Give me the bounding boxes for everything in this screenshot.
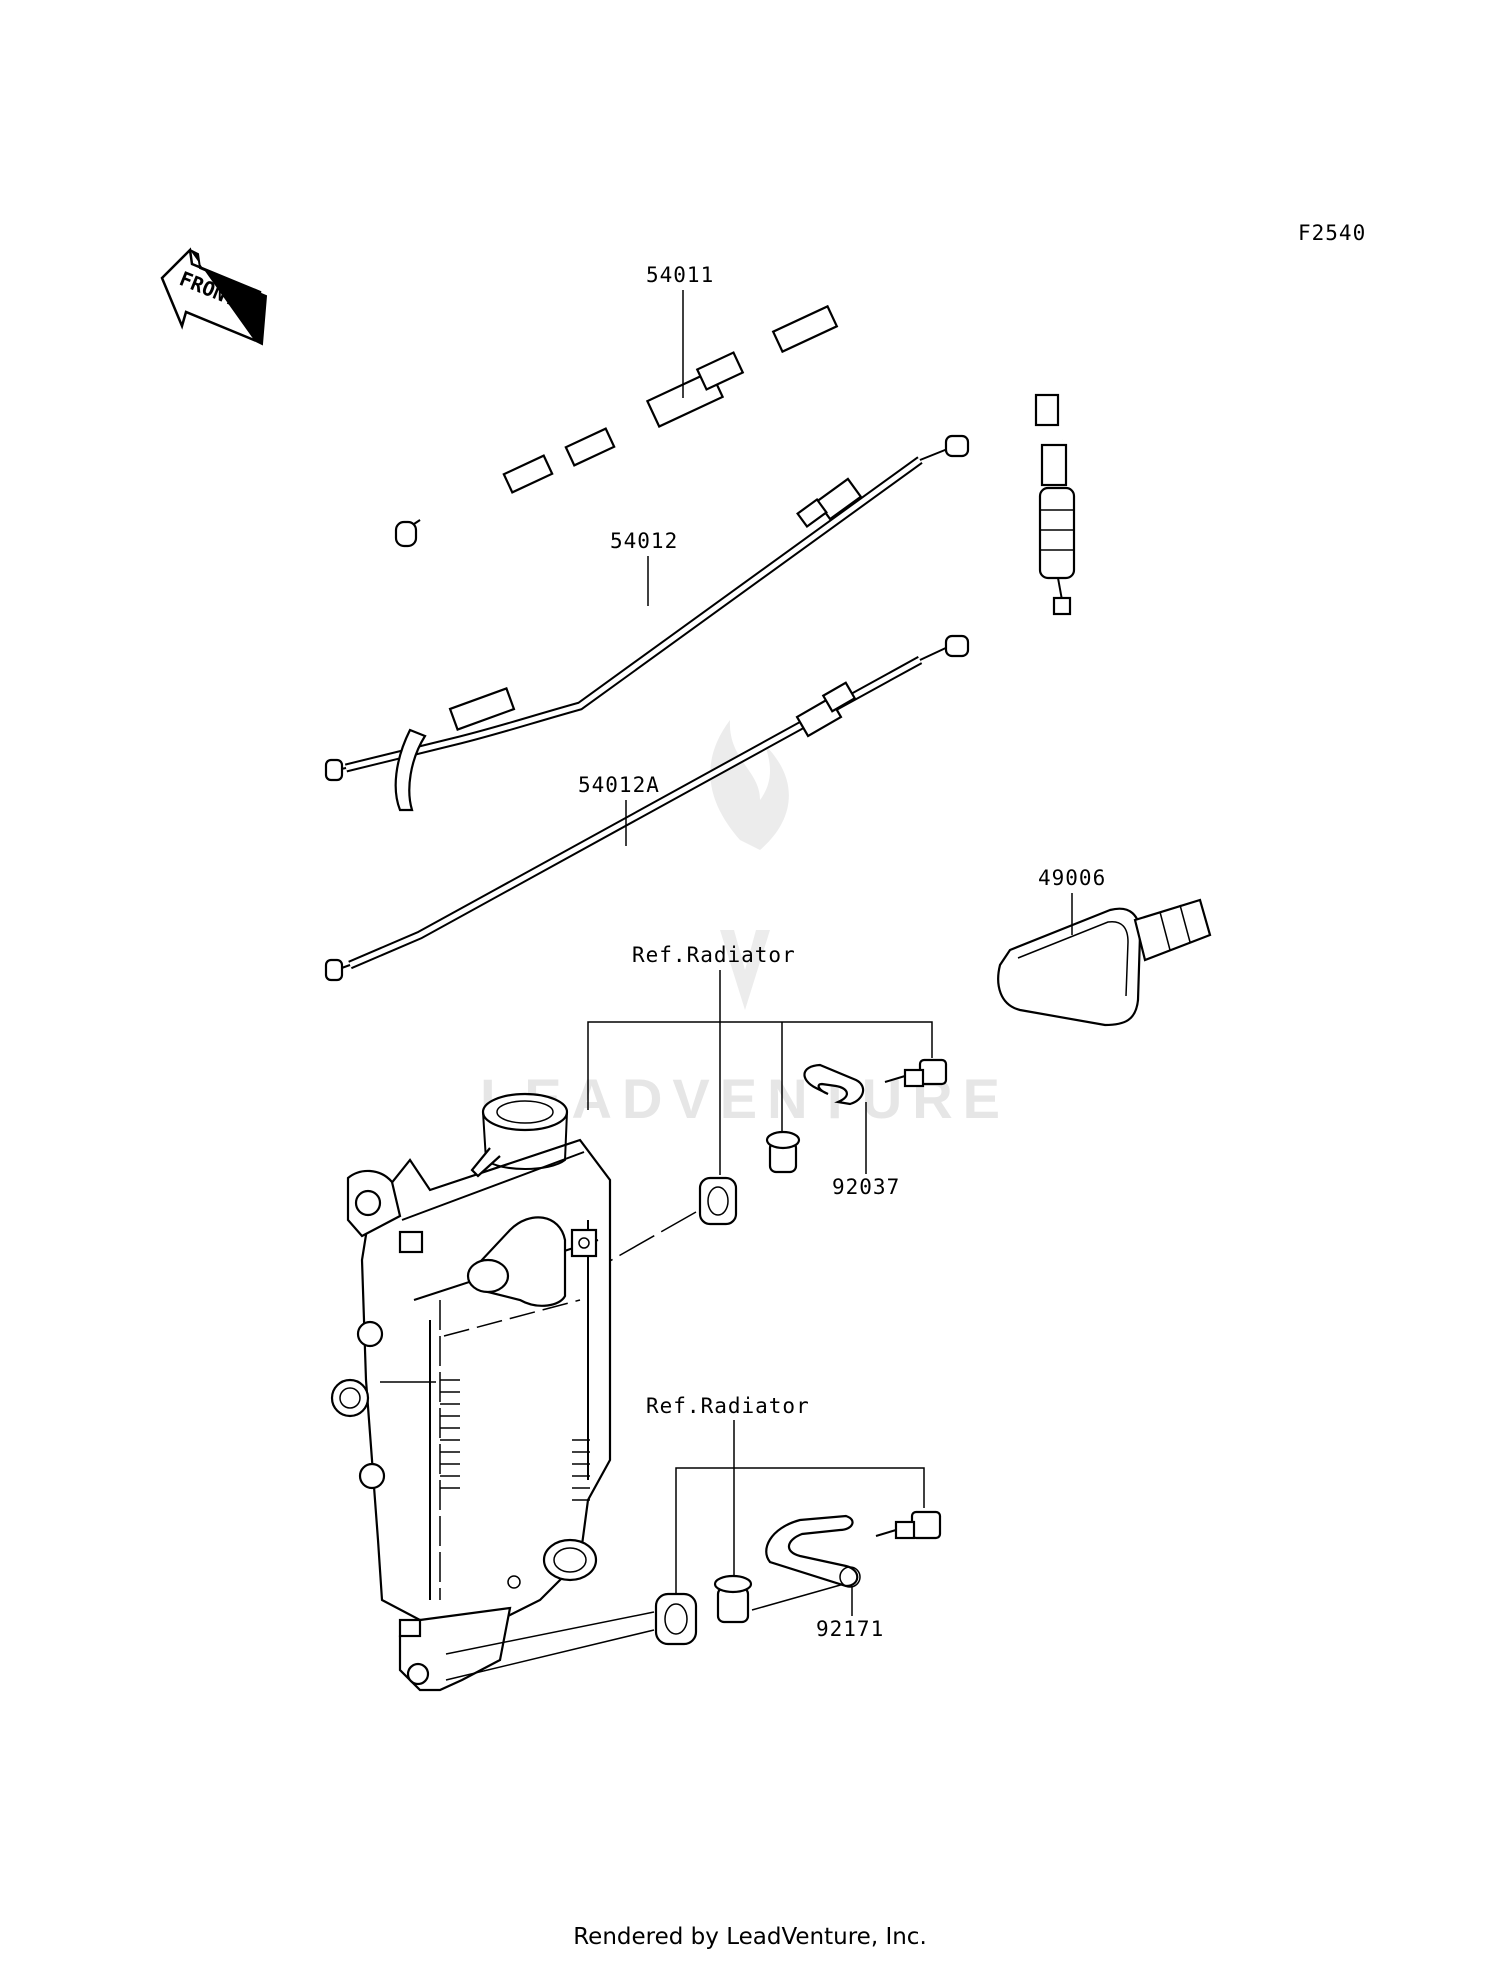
part-49006-boot xyxy=(997,898,1212,1027)
part-label-49006: 49006 xyxy=(1038,866,1106,890)
clip-92037 xyxy=(803,1063,865,1106)
bolt-lower xyxy=(875,1510,942,1540)
part-label-54012: 54012 xyxy=(610,529,678,553)
ref-radiator-upper: Ref.Radiator xyxy=(632,943,796,967)
watermark: LEADVENTURE xyxy=(480,720,1000,1130)
radiator xyxy=(330,1092,612,1692)
radiator-core-right xyxy=(572,1439,590,1501)
collar-upper xyxy=(765,1130,801,1174)
cable-54012 xyxy=(324,434,970,812)
figure-code: F2540 xyxy=(1298,221,1366,245)
grommet-upper xyxy=(698,1176,738,1226)
grommet-lower xyxy=(654,1592,698,1646)
part-label-54012A: 54012A xyxy=(578,773,660,797)
bolt-upper xyxy=(884,1058,948,1088)
part-label-92037: 92037 xyxy=(832,1175,900,1199)
radiator-core-left xyxy=(440,1379,460,1489)
ref-radiator-lower: Ref.Radiator xyxy=(646,1394,810,1418)
front-arrow: FRONT xyxy=(160,247,268,346)
cable-54012A xyxy=(324,634,970,982)
part-label-54011: 54011 xyxy=(646,263,714,287)
part-label-92171: 92171 xyxy=(816,1617,884,1641)
footer-credit: Rendered by LeadVenture, Inc. xyxy=(573,1924,927,1950)
cable-54011 xyxy=(394,248,1076,616)
clip-92171 xyxy=(765,1514,861,1588)
collar-lower xyxy=(713,1574,753,1624)
